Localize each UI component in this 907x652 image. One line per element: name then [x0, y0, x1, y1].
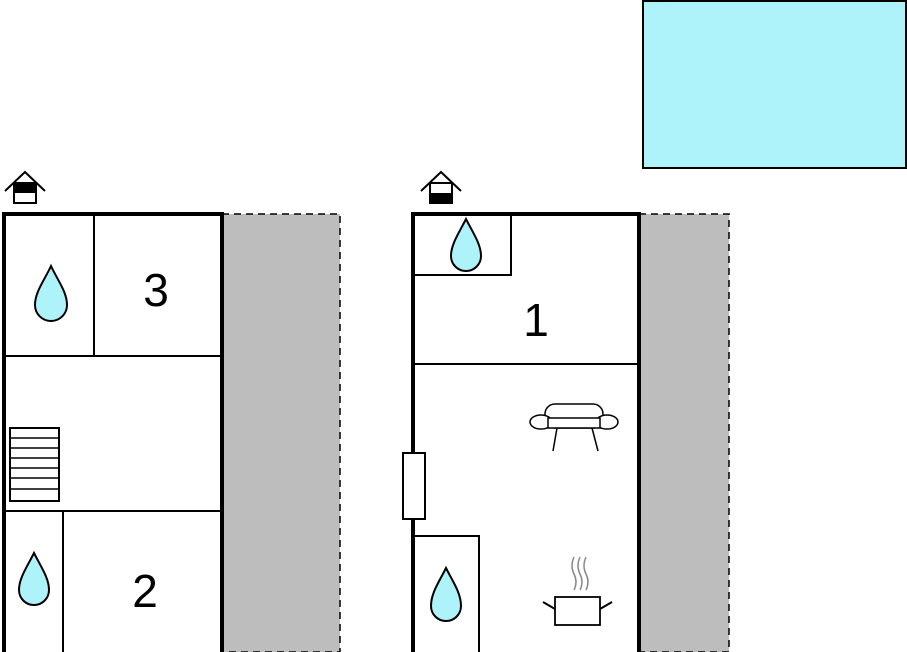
house-entrance-icon — [4, 170, 46, 204]
stairs-icon — [9, 427, 60, 502]
wall-segment — [413, 535, 480, 652]
outer-wall-left — [2, 212, 224, 652]
room-number-2: 2 — [132, 565, 158, 617]
floor-right: 1 — [402, 170, 730, 652]
window-icon — [402, 452, 426, 520]
sofa-icon — [529, 403, 619, 452]
wall-segment — [413, 214, 512, 276]
house-entrance-icon — [420, 170, 462, 204]
water-drop-icon — [33, 263, 69, 322]
floor-left: 3 2 — [2, 170, 341, 652]
pool — [642, 0, 907, 169]
room-number-1: 1 — [523, 294, 549, 346]
terrace-left — [221, 213, 341, 652]
cooking-pot-icon — [542, 556, 613, 626]
water-drop-icon — [449, 216, 483, 272]
room-number-3: 3 — [143, 264, 169, 316]
water-drop-icon — [17, 550, 51, 606]
outer-wall-right — [411, 212, 641, 652]
terrace-right — [638, 213, 730, 652]
water-drop-icon — [429, 565, 463, 622]
